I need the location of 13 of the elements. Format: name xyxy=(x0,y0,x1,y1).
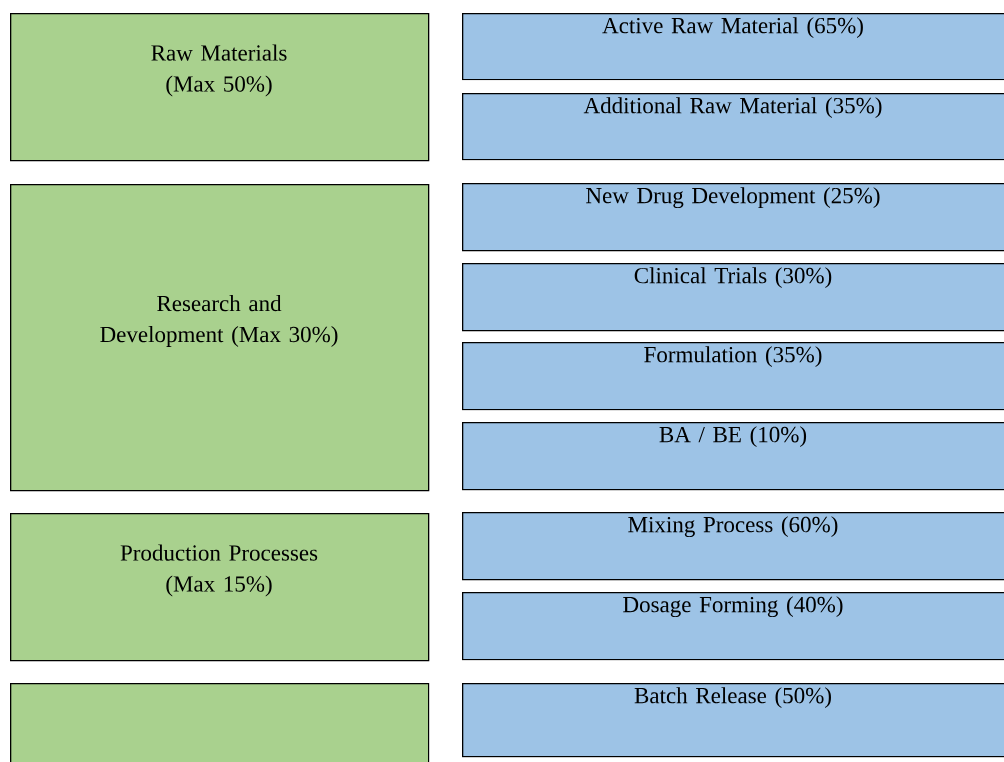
subcategory-box: Dosage Forming (40%) xyxy=(462,592,1004,661)
subcategory-box: Batch Release (50%) xyxy=(462,683,1004,758)
subcategory-box: BA / BE (10%) xyxy=(462,422,1004,491)
subcategory-box: Clinical Trials (30%) xyxy=(462,263,1004,332)
category-box: Research and Development (Max 30%) xyxy=(10,184,430,492)
empty-box xyxy=(10,683,430,762)
subcategory-box: Mixing Process (60%) xyxy=(462,512,1004,581)
subcategory-box: New Drug Development (25%) xyxy=(462,183,1004,252)
category-box: Production Processes (Max 15%) xyxy=(10,513,430,662)
category-box: Raw Materials (Max 50%) xyxy=(10,13,430,162)
subcategory-box: Additional Raw Material (35%) xyxy=(462,93,1004,161)
subcategory-box: Formulation (35%) xyxy=(462,342,1004,411)
subcategory-box: Active Raw Material (65%) xyxy=(462,13,1004,81)
